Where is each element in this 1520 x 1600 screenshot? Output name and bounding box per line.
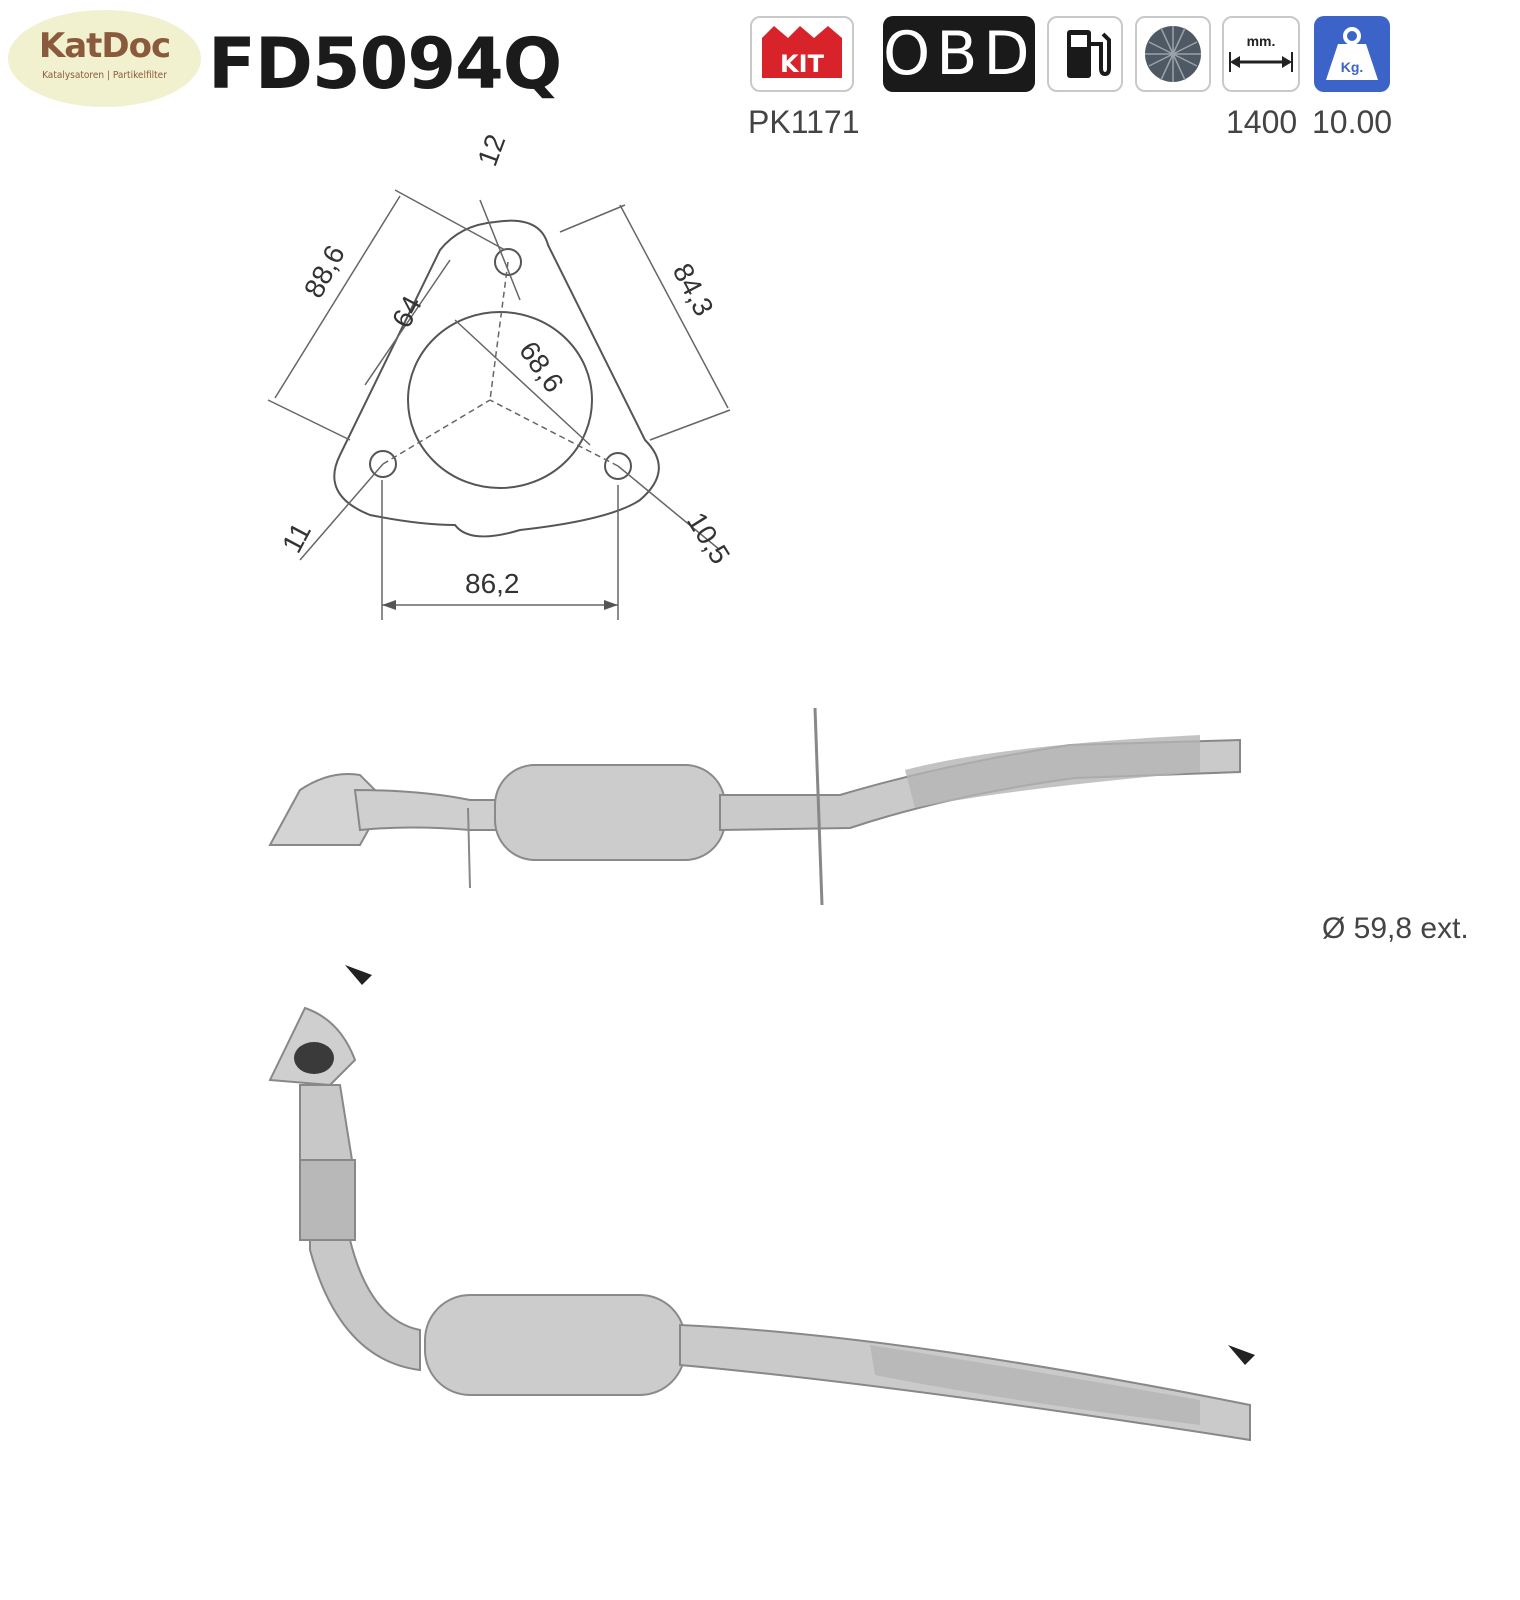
dim-86-2: 86,2 (465, 568, 520, 599)
dim-12: 12 (472, 130, 512, 170)
part-number-title: FD5094Q (208, 23, 562, 105)
bolt-hole-right (604, 452, 632, 480)
outlet-diameter-label: Ø 59,8 ext. (1322, 912, 1469, 945)
dim-64: 64 (386, 291, 428, 333)
weight-icon-unit: Kg. (1341, 59, 1364, 75)
weight-icon: Kg. (1314, 16, 1390, 92)
kit-code: PK1171 (748, 104, 860, 140)
part-perspective-view (268, 965, 1255, 1442)
logo-tagline: Katalysatoren | Partikelfilter (42, 70, 167, 81)
weight-value: 10.00 (1312, 104, 1393, 140)
fuel-pump-icon (1047, 16, 1123, 92)
dim-68-6: 68,6 (513, 336, 570, 398)
obd-badge: OBD (883, 16, 1035, 92)
dim-84-3: 84,3 (667, 258, 720, 321)
bolt-hole-top (494, 248, 522, 276)
flange-outline (333, 219, 660, 538)
kit-icon-text: KIT (780, 50, 825, 78)
kit-icon: KIT (750, 16, 854, 92)
length-value: 1400 (1226, 104, 1298, 140)
flange-bore (407, 311, 593, 489)
dim-10-5: 10,5 (681, 507, 736, 570)
brand-logo: KatDoc Katalysatoren | Partikelfilter (8, 10, 201, 107)
length-icon: mm. (1222, 16, 1300, 92)
filter-substrate-icon (1135, 16, 1211, 92)
dim-11: 11 (276, 518, 317, 558)
logo-name: KatDoc (38, 26, 171, 66)
part-side-view (268, 707, 1241, 906)
dim-88-6: 88,6 (298, 240, 351, 303)
length-icon-unit: mm. (1247, 33, 1276, 49)
bolt-hole-left (369, 450, 397, 478)
